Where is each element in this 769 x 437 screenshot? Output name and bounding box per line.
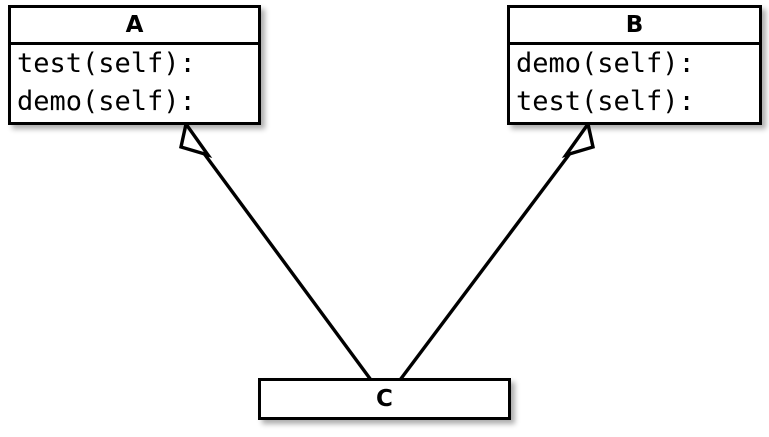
class-b-name: B <box>625 11 644 38</box>
uml-class-a[interactable]: A test(self): demo(self): <box>8 5 261 125</box>
hollow-triangle-arrowhead-a <box>179 119 213 159</box>
class-b-members: demo(self): test(self): <box>510 42 759 122</box>
inheritance-line-c-a <box>198 146 373 382</box>
class-a-member-1: demo(self): <box>17 86 196 117</box>
inheritance-c-to-b <box>398 119 595 382</box>
hollow-triangle-arrowhead-b <box>561 119 595 159</box>
class-a-name: A <box>125 11 144 38</box>
class-a-member-0: test(self): <box>17 48 196 79</box>
inheritance-line-c-b <box>398 146 576 382</box>
class-a-members: test(self): demo(self): <box>11 42 258 122</box>
inheritance-c-to-a <box>179 119 373 382</box>
class-b-member-0: demo(self): <box>516 48 695 79</box>
class-c-name: C <box>376 385 393 412</box>
uml-class-b[interactable]: B demo(self): test(self): <box>507 5 762 125</box>
uml-class-c[interactable]: C <box>258 378 511 420</box>
class-b-member-1: test(self): <box>516 86 695 117</box>
